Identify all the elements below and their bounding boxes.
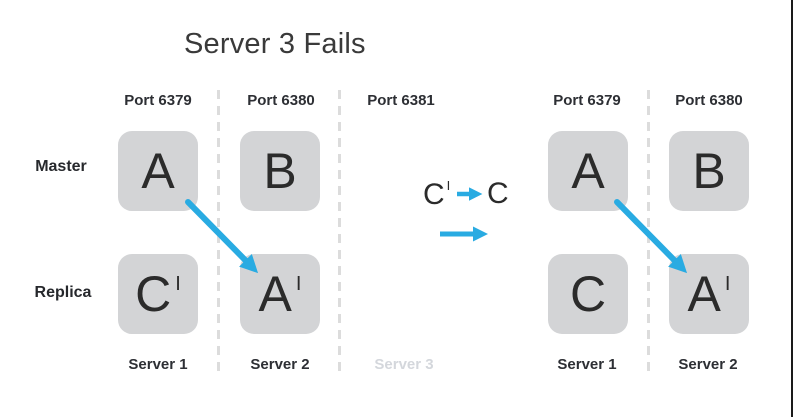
right-replica-cell-c: C [548,254,628,334]
prime-mark: I [175,273,181,295]
prime-mark: I [724,273,731,295]
master-row-label: Master [35,158,87,175]
cell-label: A [571,143,605,199]
cell-label: A [141,143,175,199]
prime-mark: I [295,273,302,295]
annotation-to-label: C [487,177,509,210]
cell-label: B [263,143,297,199]
cell-label: B [692,143,726,199]
right-port-6379-label: Port 6379 [553,92,621,109]
right-master-cell-a: A [548,131,628,211]
left-port-6381-label: Port 6381 [367,92,435,109]
right-edge-border [791,0,793,417]
left-master-cell-a: A [118,131,198,211]
right-port-6380-label: Port 6380 [675,92,743,109]
right-master-cell-b: B [669,131,749,211]
left-server-1-label: Server 1 [128,356,188,373]
left-server-3-label-failed: Server 3 [374,356,434,373]
replica-row-label: Replica [34,284,92,301]
diagram-title: Server 3 Fails [184,28,366,60]
left-port-6379-label: Port 6379 [124,92,192,109]
right-server-1-label: Server 1 [557,356,617,373]
prime-mark: I [446,178,451,193]
right-server-2-label: Server 2 [678,356,738,373]
left-server-2-label: Server 2 [250,356,310,373]
cell-label: C [569,266,607,322]
left-master-cell-b: B [240,131,320,211]
left-port-6380-label: Port 6380 [247,92,315,109]
